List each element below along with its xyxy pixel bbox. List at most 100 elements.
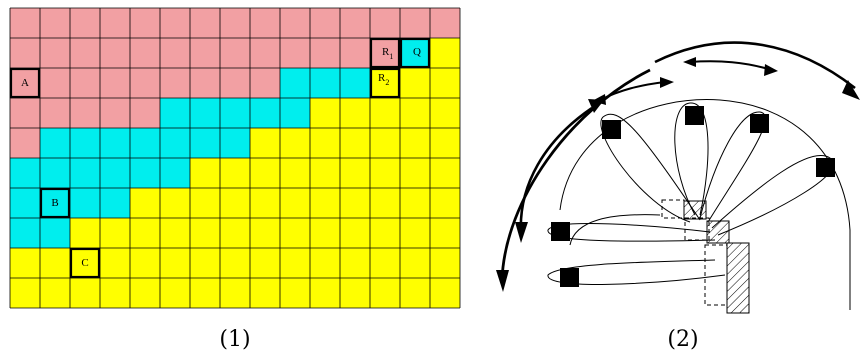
grid-cell: [310, 68, 340, 98]
grid-cell: [400, 188, 430, 218]
grid-cell: [340, 278, 370, 308]
grid-cell: [340, 8, 370, 38]
grid-cell: [370, 188, 400, 218]
grid-cell: [220, 248, 250, 278]
grid-cell: [10, 278, 40, 308]
grid-cell: [10, 128, 40, 158]
grid-cell: [160, 188, 190, 218]
grid-cell: [130, 98, 160, 128]
node-square-2: [685, 106, 704, 125]
petal-stem-left: [570, 215, 660, 245]
grid-cell: [220, 98, 250, 128]
grid-cell: [250, 128, 280, 158]
grid-cell: [430, 38, 460, 68]
petal-5: [548, 224, 715, 242]
grid-cell: [280, 38, 310, 68]
label-c: C: [81, 257, 88, 269]
grid-cell: [430, 68, 460, 98]
grid-cell: [250, 278, 280, 308]
hatched-block-1: [684, 201, 706, 219]
grid-cell: [280, 68, 310, 98]
grid-cell: [430, 158, 460, 188]
grid-cell: [70, 158, 100, 188]
grid-cell: [160, 158, 190, 188]
grid-cell: [100, 8, 130, 38]
grid-cell: [430, 98, 460, 128]
grid-cell: [340, 158, 370, 188]
grid-cell: [400, 98, 430, 128]
grid-cell: [310, 278, 340, 308]
grid-cell: [280, 8, 310, 38]
grid-cell: [280, 218, 310, 248]
hatched-block-3: [727, 243, 749, 313]
grid-cell: [160, 68, 190, 98]
outer-arrow-left-head: [496, 270, 509, 292]
grid-cell: [250, 248, 280, 278]
grid-cell: [220, 188, 250, 218]
grid-cell: [310, 38, 340, 68]
grid-cell: [190, 38, 220, 68]
grid-cell: [310, 98, 340, 128]
grid-cell: [310, 8, 340, 38]
grid-cell: [400, 128, 430, 158]
outer-arrow-top-head-right: [842, 80, 860, 100]
grid-cell: [370, 278, 400, 308]
inner-arrow-top-right: [690, 61, 772, 70]
grid-cell: [250, 98, 280, 128]
grid-cell: [370, 98, 400, 128]
grid-cell: [400, 218, 430, 248]
grid-cell: [100, 38, 130, 68]
grid-cell: [100, 128, 130, 158]
grid-cell: [40, 248, 70, 278]
grid-cell: [160, 98, 190, 128]
grid-cell: [250, 188, 280, 218]
grid-cell: [130, 278, 160, 308]
grid-cell: [220, 158, 250, 188]
grid-cell: [160, 38, 190, 68]
grid-cell: [340, 38, 370, 68]
grid-cell: [70, 128, 100, 158]
node-square-4: [816, 158, 835, 177]
grid-cell: [40, 38, 70, 68]
grid-cell: [310, 218, 340, 248]
grid-cell: [130, 128, 160, 158]
grid-cell: [130, 218, 160, 248]
grid-cell: [130, 158, 160, 188]
grid-cell: [400, 68, 430, 98]
grid-cell: [220, 8, 250, 38]
grid-cell: [130, 248, 160, 278]
panel-2-petal-diagram: (2): [496, 43, 860, 352]
inner-arrow-top-left-head: [660, 77, 674, 88]
grid-cell: [340, 248, 370, 278]
grid-cell: [370, 158, 400, 188]
grid-cell: [430, 188, 460, 218]
grid-cell: [70, 38, 100, 68]
grid-cell: [100, 218, 130, 248]
petal-4: [712, 156, 833, 235]
grid-cell: [400, 8, 430, 38]
grid-cell: [70, 278, 100, 308]
grid-cell: [340, 98, 370, 128]
hatched-block-2: [707, 221, 729, 243]
grid-cell: [130, 8, 160, 38]
grid-cell: [430, 128, 460, 158]
grid-cell: [430, 248, 460, 278]
grid-cell: [160, 8, 190, 38]
grid-cell: [430, 8, 460, 38]
grid-cell: [370, 128, 400, 158]
grid-cell: [10, 188, 40, 218]
grid-cell: [70, 68, 100, 98]
grid-cell: [190, 128, 220, 158]
grid-cell: [280, 158, 310, 188]
node-square-1: [602, 120, 621, 139]
label-q: Q: [413, 46, 421, 58]
grid-cell: [370, 248, 400, 278]
grid-cell: [430, 218, 460, 248]
grid-cell: [190, 68, 220, 98]
grid-cell: [100, 68, 130, 98]
panel-1-grid-diagram: A B C Q R1 R2 (1): [10, 8, 460, 352]
inner-arrow-top-right-head: [764, 64, 778, 76]
grid-cell: [310, 158, 340, 188]
grid-cell: [10, 8, 40, 38]
